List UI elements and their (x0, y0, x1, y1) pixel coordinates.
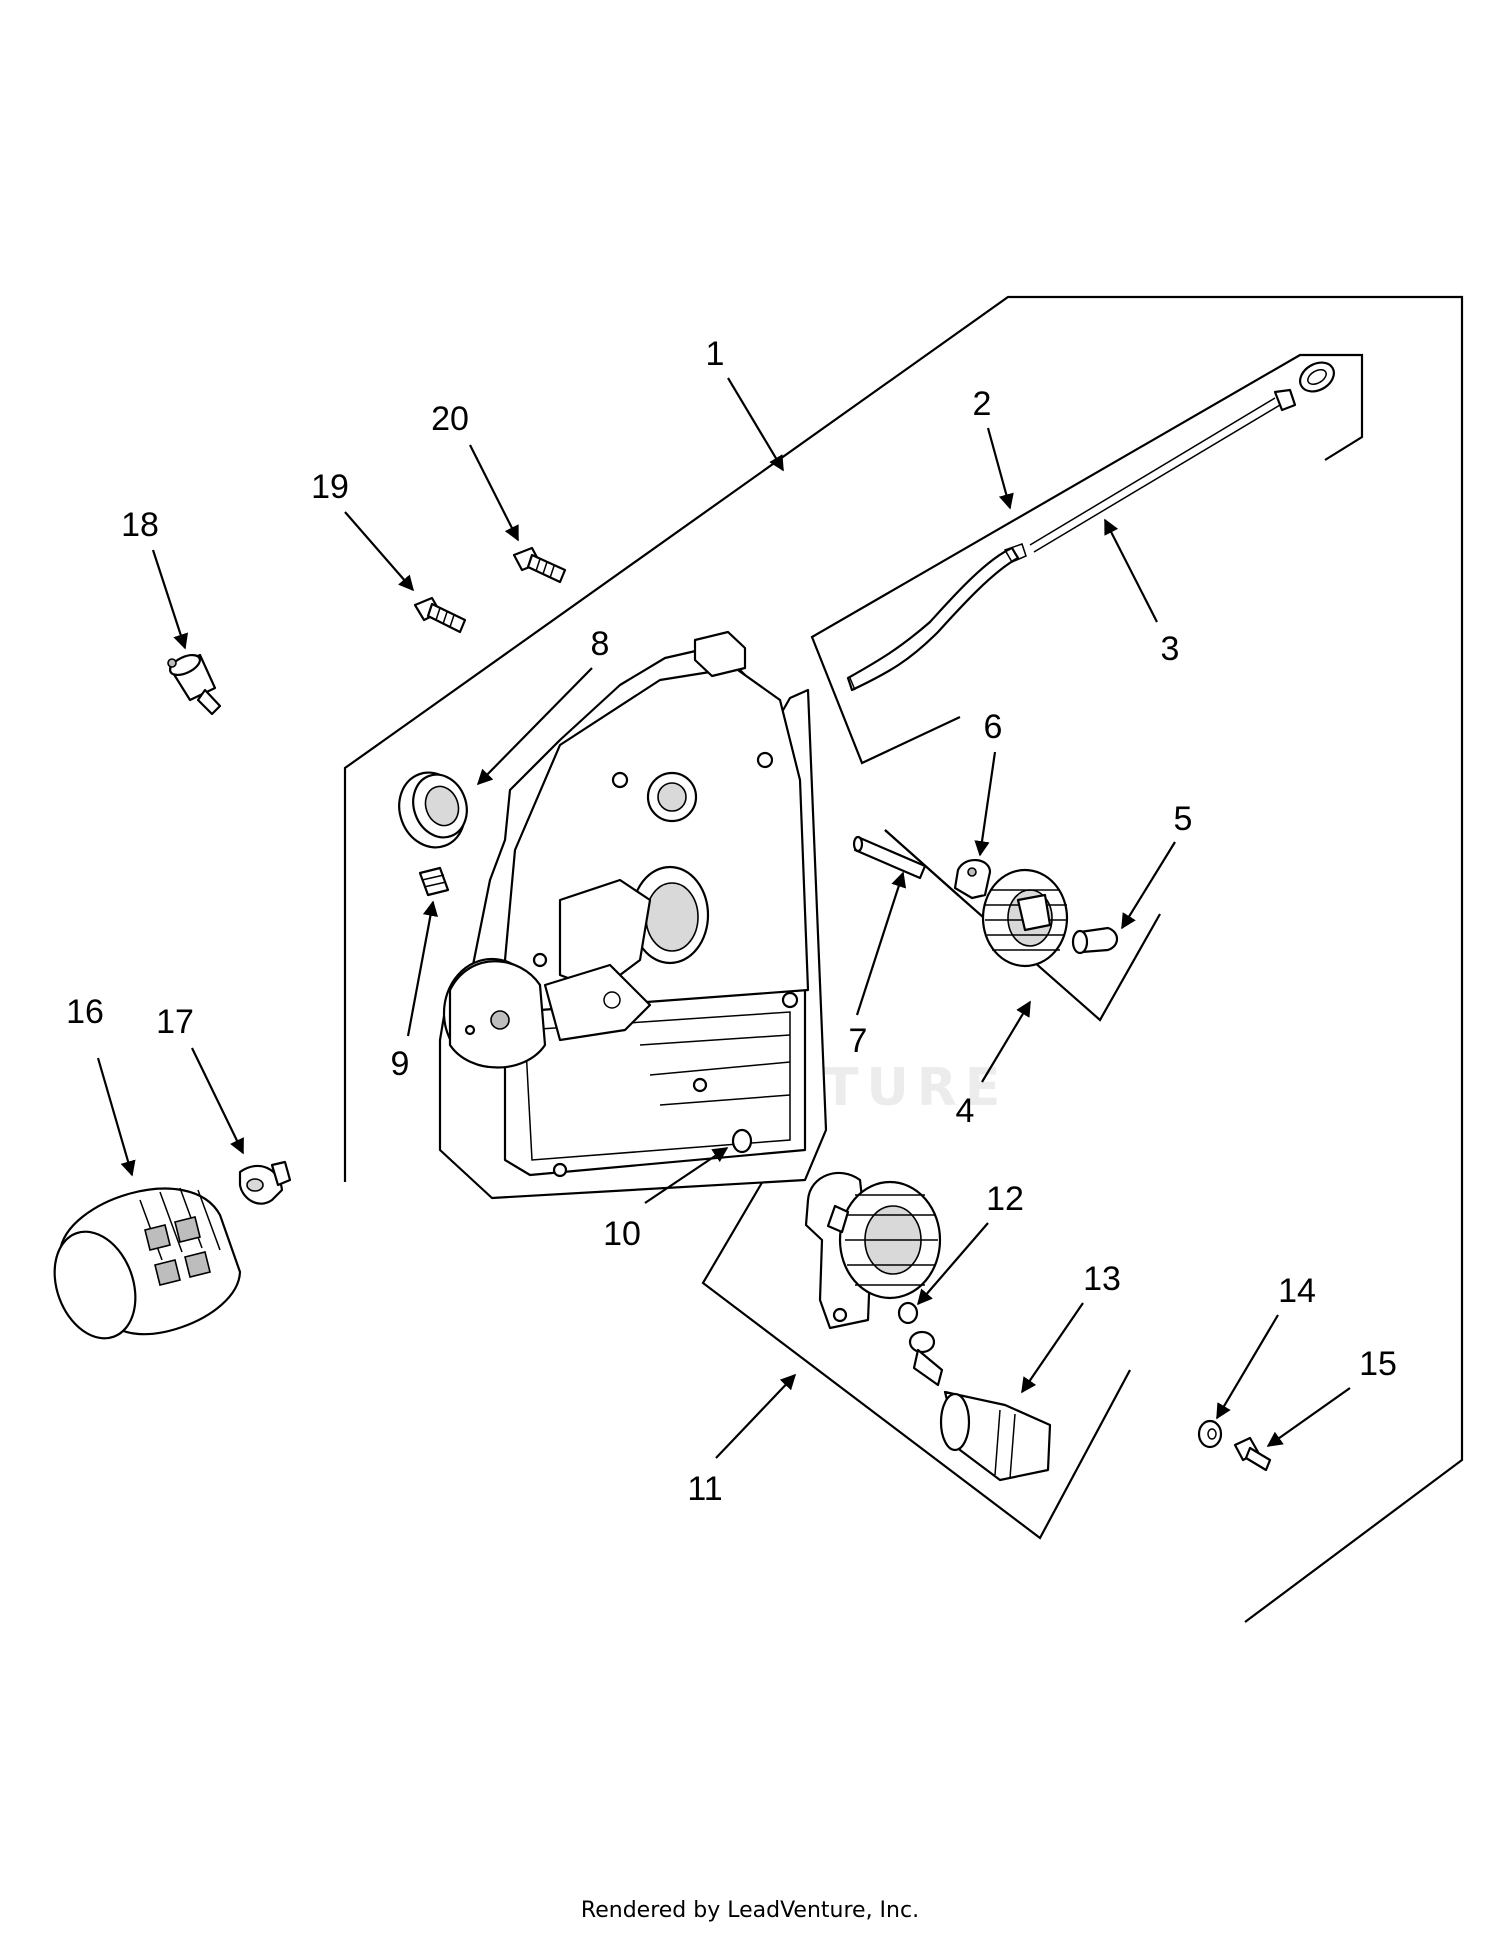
leader-13 (1021, 1302, 1084, 1394)
callout-9: 9 (391, 1045, 410, 1083)
callout-17: 17 (156, 1003, 194, 1041)
governor-gear (981, 868, 1069, 968)
dipstick-bracket-outline (810, 353, 1364, 765)
callout-14: 14 (1278, 1272, 1316, 1310)
callout-1: 1 (706, 335, 725, 373)
o-ring-12 (897, 1301, 919, 1325)
gear-bracket-edge (884, 829, 959, 896)
leader-12 (916, 1222, 989, 1306)
callout-15: 15 (1359, 1345, 1397, 1383)
callout-4: 4 (956, 1092, 975, 1130)
leader-14 (1216, 1314, 1279, 1420)
footer-credit: Rendered by LeadVenture, Inc. (580, 1898, 920, 1923)
leader-17 (191, 1047, 244, 1155)
callout-labels: 1 2 3 4 5 6 7 8 9 10 11 12 13 14 15 16 1… (66, 335, 1397, 1508)
leader-5 (1121, 841, 1176, 930)
leader-18 (151, 549, 189, 650)
dipstick-tube (846, 543, 1027, 692)
leader-8 (476, 667, 593, 786)
oil-filter (53, 1187, 242, 1340)
leader-20 (469, 444, 519, 542)
pipe-plug (418, 866, 450, 897)
leader-2 (986, 427, 1014, 510)
callout-3: 3 (1161, 630, 1180, 668)
leader-16 (96, 1057, 136, 1177)
oil-pressure-switch (167, 653, 222, 716)
o-ring-10 (731, 1128, 753, 1154)
callout-12: 12 (986, 1180, 1024, 1218)
leader-15 (1266, 1387, 1351, 1447)
leader-lines (96, 377, 1351, 1459)
callout-8: 8 (591, 625, 610, 663)
leader-6 (974, 751, 997, 857)
washer-14-hole (1207, 1428, 1217, 1440)
bolt-20 (512, 546, 567, 584)
callout-18: 18 (121, 506, 159, 544)
leader-7 (855, 871, 907, 1016)
crankcase-cover (438, 630, 828, 1200)
filter-adapter (238, 1160, 292, 1205)
callout-10: 10 (603, 1215, 641, 1253)
bolt-19 (413, 596, 467, 634)
pump-bracket-outline (701, 1122, 1131, 1540)
leader-3 (1104, 518, 1158, 623)
oil-seal (398, 771, 468, 849)
callout-19: 19 (311, 468, 349, 506)
callout-2: 2 (973, 385, 992, 423)
callout-20: 20 (431, 400, 469, 438)
callout-5: 5 (1174, 800, 1193, 838)
callout-13: 13 (1083, 1260, 1121, 1298)
leader-9 (406, 900, 439, 1037)
washer-14 (1197, 1419, 1223, 1449)
callout-16: 16 (66, 993, 104, 1031)
dipstick (1029, 361, 1335, 553)
leader-11 (715, 1373, 797, 1459)
callout-7: 7 (849, 1022, 868, 1060)
leader-19 (344, 511, 415, 592)
shoulder-pin (1071, 926, 1119, 955)
pump-rotor (908, 1330, 1052, 1482)
washer-6 (953, 859, 992, 900)
screw-15 (1233, 1436, 1272, 1472)
leader-4 (981, 1000, 1031, 1083)
callout-11: 11 (687, 1470, 722, 1508)
leader-1 (727, 377, 784, 472)
leader-10 (644, 1147, 729, 1204)
oil-pump (804, 1171, 942, 1330)
callout-6: 6 (984, 708, 1003, 746)
pin (852, 835, 927, 880)
assembly-bracket-outline (343, 295, 1464, 1623)
